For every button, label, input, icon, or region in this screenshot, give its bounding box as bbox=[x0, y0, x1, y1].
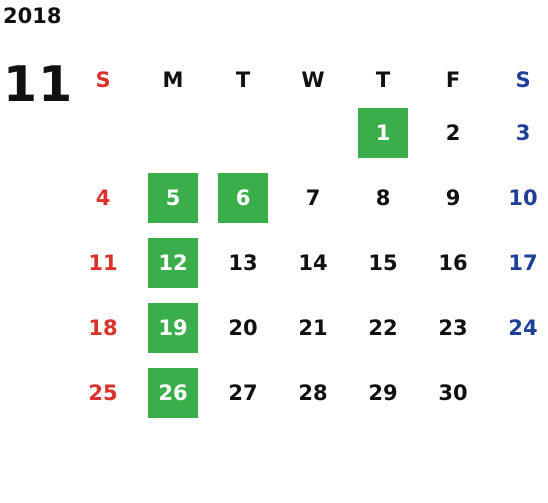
day-number: 25 bbox=[88, 380, 118, 405]
day-cell[interactable]: 7 bbox=[278, 165, 348, 230]
empty-cell bbox=[208, 100, 278, 165]
day-number: 15 bbox=[368, 250, 398, 275]
weekday-header: S bbox=[95, 68, 111, 92]
day-cell[interactable]: 17 bbox=[488, 230, 548, 295]
day-cell[interactable]: 14 bbox=[278, 230, 348, 295]
day-number: 24 bbox=[508, 315, 538, 340]
day-cell[interactable]: 15 bbox=[348, 230, 418, 295]
day-cell[interactable]: 26 bbox=[138, 360, 208, 425]
day-number: 6 bbox=[218, 172, 268, 223]
day-cell[interactable]: 11 bbox=[68, 230, 138, 295]
day-number: 20 bbox=[228, 315, 258, 340]
day-cell[interactable]: 13 bbox=[208, 230, 278, 295]
day-cell[interactable]: 9 bbox=[418, 165, 488, 230]
day-number: 13 bbox=[228, 250, 258, 275]
day-cell[interactable]: 3 bbox=[488, 100, 548, 165]
empty-cell bbox=[278, 100, 348, 165]
weekday-header: T bbox=[375, 68, 391, 92]
day-number: 27 bbox=[228, 380, 258, 405]
day-number: 19 bbox=[148, 302, 198, 353]
weekday-header: M bbox=[162, 68, 184, 92]
day-number: 18 bbox=[88, 315, 118, 340]
weekday-header: W bbox=[301, 68, 325, 92]
day-cell[interactable]: 25 bbox=[68, 360, 138, 425]
day-number: 9 bbox=[445, 185, 461, 210]
day-cell[interactable]: 29 bbox=[348, 360, 418, 425]
day-number: 11 bbox=[88, 250, 118, 275]
day-number: 17 bbox=[508, 250, 538, 275]
year-label: 2018 bbox=[3, 4, 62, 28]
day-number: 21 bbox=[298, 315, 328, 340]
day-cell[interactable]: 21 bbox=[278, 295, 348, 360]
day-number: 1 bbox=[358, 107, 408, 158]
day-number: 2 bbox=[445, 120, 461, 145]
day-number: 4 bbox=[95, 185, 111, 210]
day-cell[interactable]: 20 bbox=[208, 295, 278, 360]
day-number: 7 bbox=[305, 185, 321, 210]
day-cell[interactable]: 8 bbox=[348, 165, 418, 230]
day-number: 28 bbox=[298, 380, 328, 405]
day-number: 12 bbox=[148, 237, 198, 288]
day-cell[interactable]: 4 bbox=[68, 165, 138, 230]
day-cell[interactable]: 27 bbox=[208, 360, 278, 425]
day-cell[interactable]: 23 bbox=[418, 295, 488, 360]
empty-cell bbox=[138, 100, 208, 165]
empty-cell bbox=[68, 100, 138, 165]
day-number: 5 bbox=[148, 172, 198, 223]
weekday-header: T bbox=[235, 68, 251, 92]
day-cell[interactable]: 12 bbox=[138, 230, 208, 295]
day-number: 29 bbox=[368, 380, 398, 405]
day-number: 14 bbox=[298, 250, 328, 275]
day-number: 8 bbox=[375, 185, 391, 210]
month-number: 11 bbox=[3, 56, 74, 113]
day-cell[interactable]: 16 bbox=[418, 230, 488, 295]
day-cell[interactable]: 6 bbox=[208, 165, 278, 230]
day-cell[interactable]: 28 bbox=[278, 360, 348, 425]
day-cell[interactable]: 30 bbox=[418, 360, 488, 425]
day-cell[interactable]: 19 bbox=[138, 295, 208, 360]
day-number: 23 bbox=[438, 315, 468, 340]
day-number: 22 bbox=[368, 315, 398, 340]
day-number: 3 bbox=[515, 120, 531, 145]
day-number: 16 bbox=[438, 250, 468, 275]
weekday-header: F bbox=[445, 68, 461, 92]
day-number: 30 bbox=[438, 380, 468, 405]
day-cell[interactable]: 5 bbox=[138, 165, 208, 230]
day-cell[interactable]: 10 bbox=[488, 165, 548, 230]
weekday-header: S bbox=[515, 68, 531, 92]
day-cell[interactable]: 24 bbox=[488, 295, 548, 360]
day-cell[interactable]: 1 bbox=[348, 100, 418, 165]
day-cell[interactable]: 22 bbox=[348, 295, 418, 360]
day-cell[interactable]: 2 bbox=[418, 100, 488, 165]
day-number: 10 bbox=[508, 185, 538, 210]
day-number: 26 bbox=[148, 367, 198, 418]
day-cell[interactable]: 18 bbox=[68, 295, 138, 360]
